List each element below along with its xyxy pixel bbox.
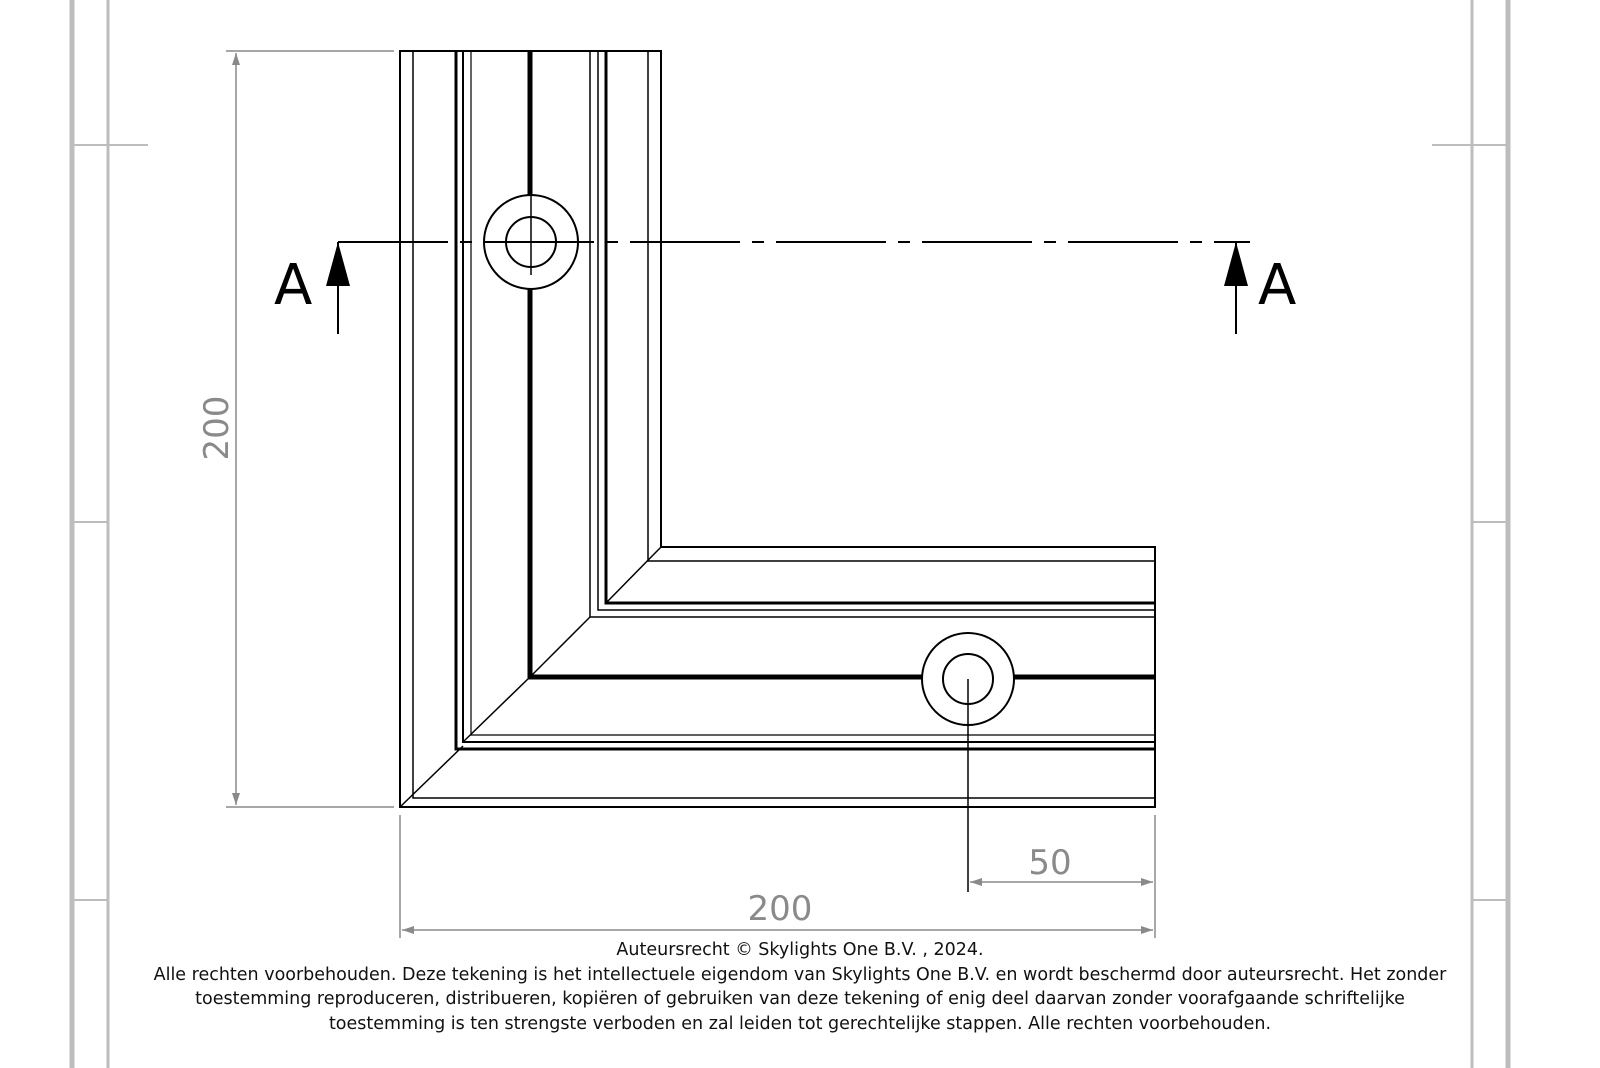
section-marker-right: A — [1258, 253, 1296, 318]
copyright-text-line: toestemming is ten strengste verboden en… — [328, 1013, 1272, 1034]
dimension-width — [399, 815, 1156, 938]
dimension-hole-offset-label: 50 — [1028, 843, 1071, 883]
dimension-height — [226, 50, 394, 808]
copyright-text-line: toestemming reproduceren, distribueren, … — [195, 989, 1405, 1009]
centerlines — [530, 51, 969, 892]
corner-profile — [399, 50, 1156, 808]
copyright-text-line: Alle rechten voorbehouden. Deze tekening… — [153, 964, 1447, 985]
sheet-frame — [69, 0, 1511, 1068]
dimension-height-label: 200 — [197, 396, 237, 461]
section-marker-left: A — [274, 253, 312, 318]
dimension-width-label: 200 — [748, 889, 813, 929]
copyright-notice: Auteursrecht © Skylights One B.V. , 2024… — [120, 938, 1480, 1036]
section-line-a-a — [326, 241, 1250, 334]
copyright-line: Auteursrecht © Skylights One B.V. , 2024… — [616, 940, 984, 960]
